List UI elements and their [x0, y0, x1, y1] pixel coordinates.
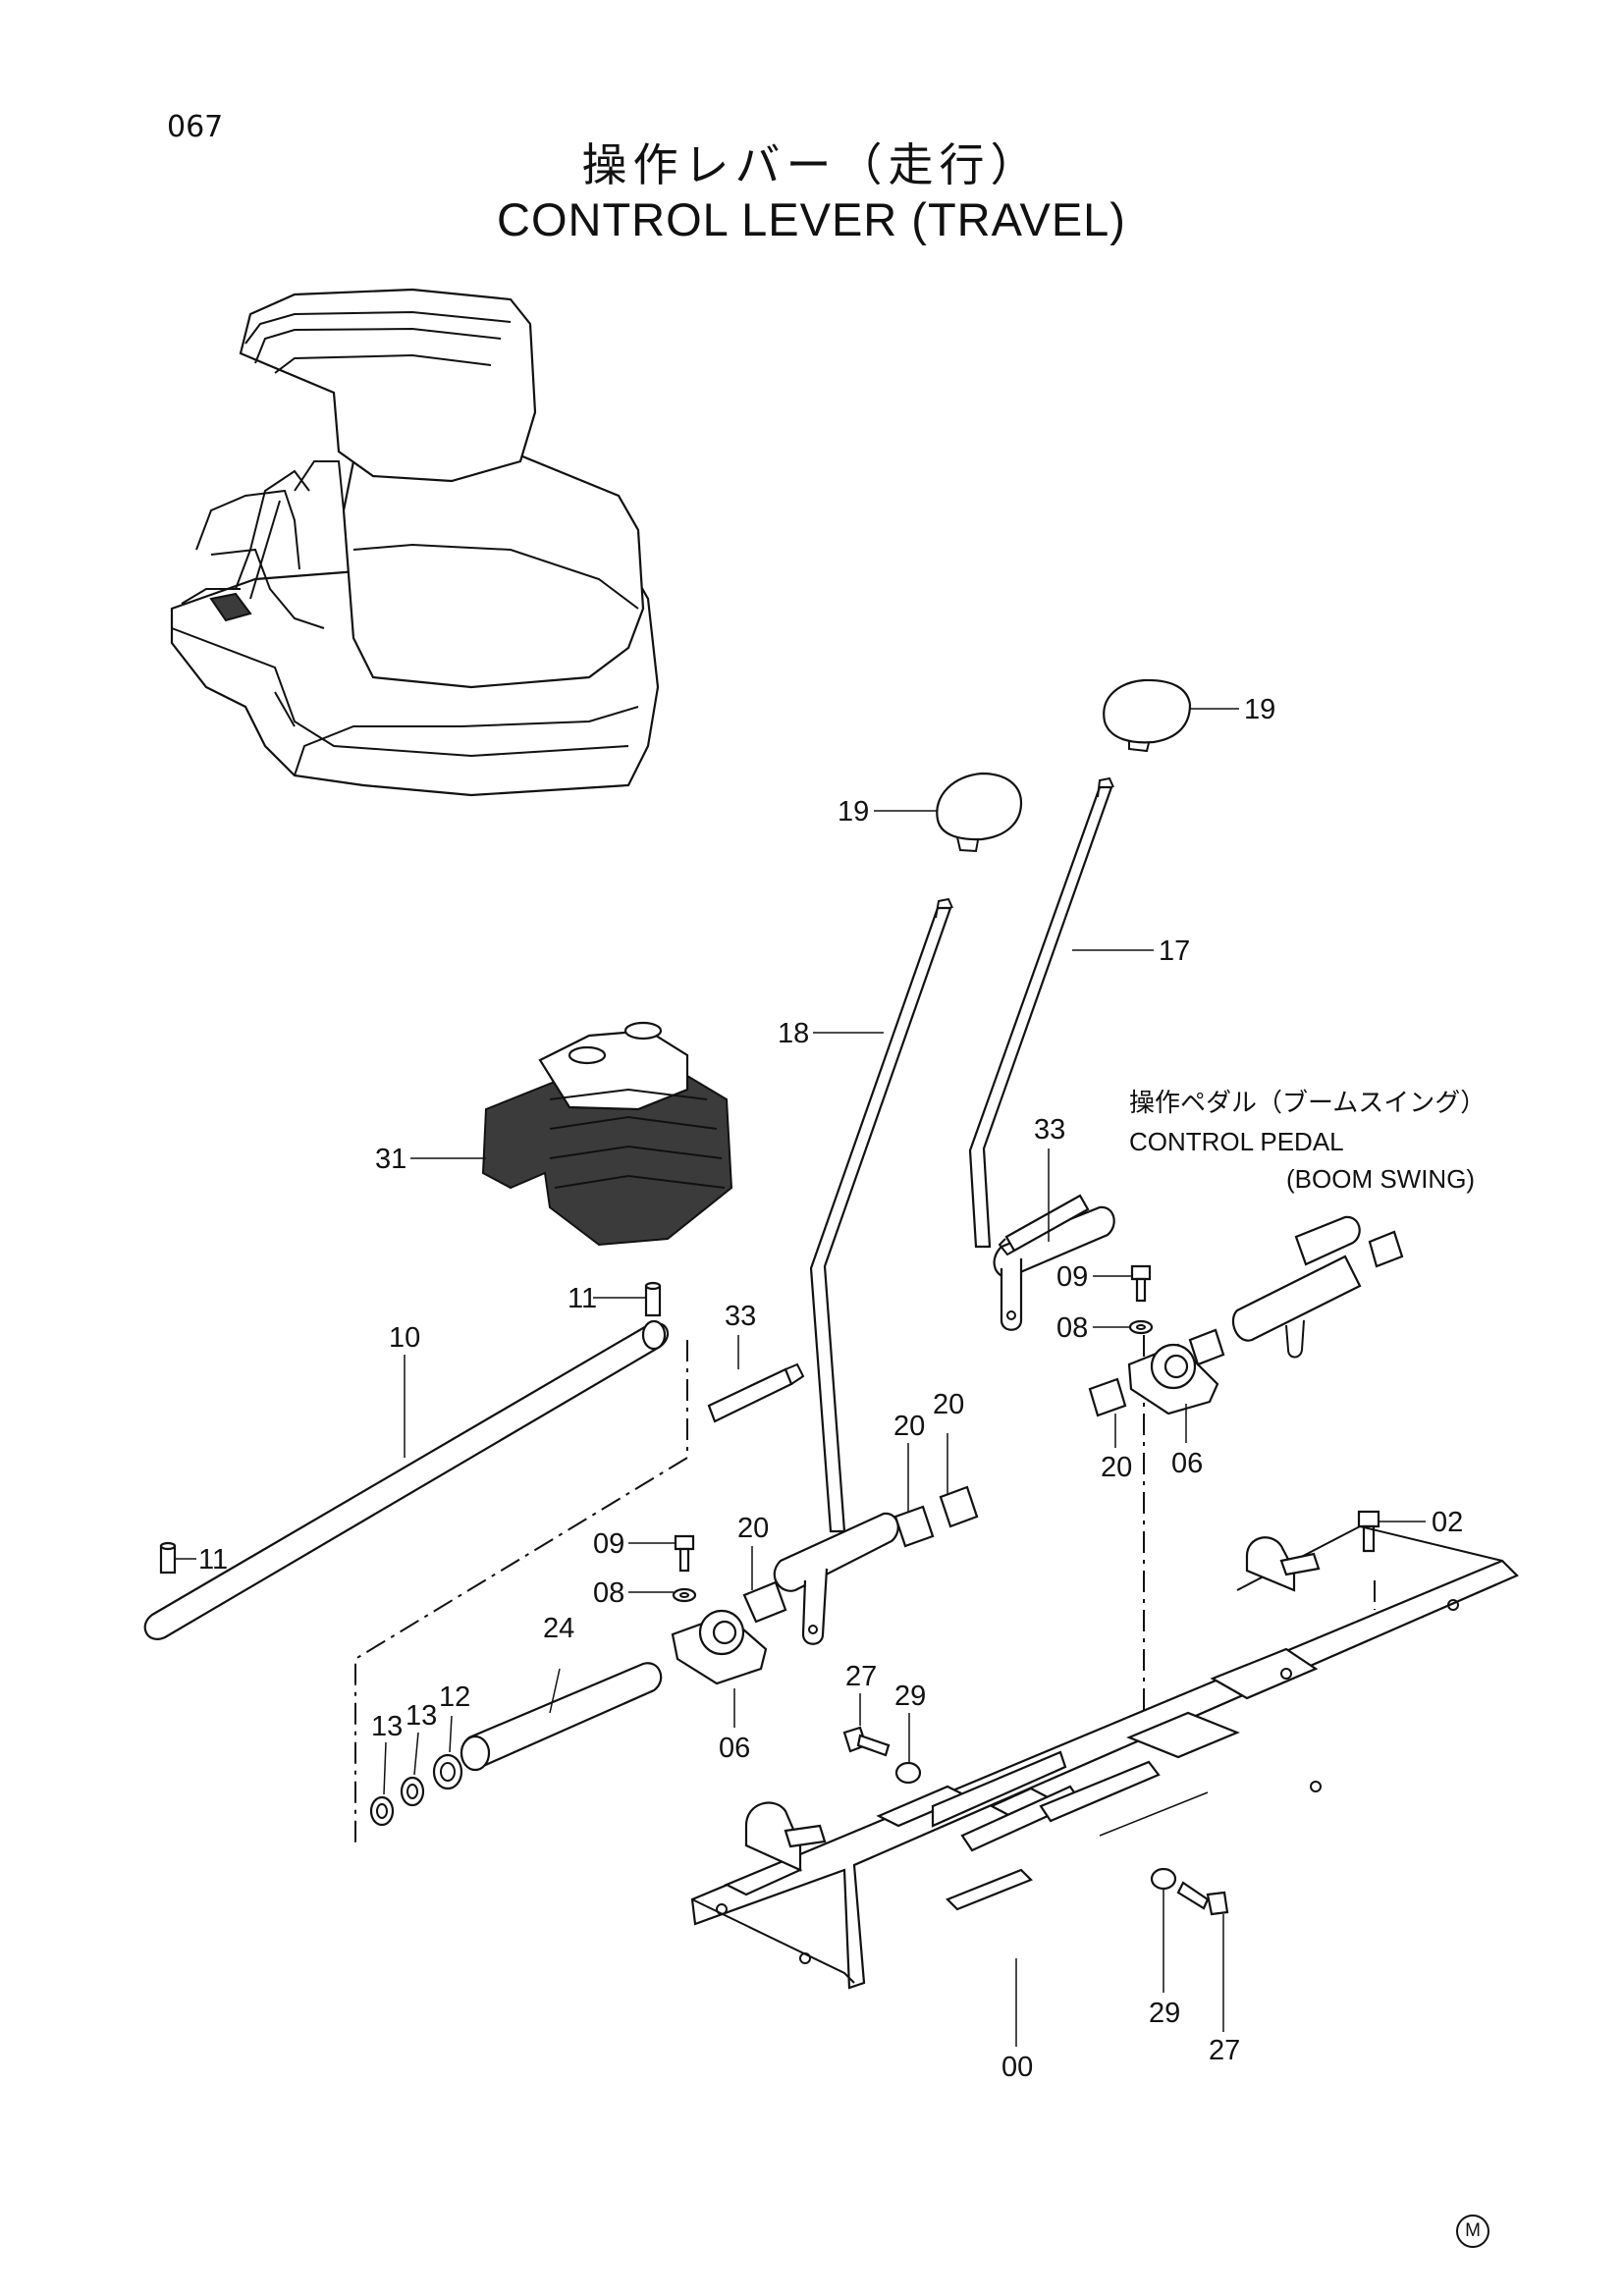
- title-english: CONTROL LEVER (TRAVEL): [497, 193, 1126, 245]
- boom-swing-shaft: [1231, 1215, 1362, 1359]
- part-label-11-lower: 11: [198, 1544, 228, 1575]
- part-label-20-d: 20: [1101, 1452, 1132, 1483]
- part-label-09-left: 09: [593, 1528, 624, 1560]
- part-label-20-c: 20: [933, 1389, 964, 1420]
- part-label-19-left: 19: [838, 796, 869, 828]
- part-label-17: 17: [1159, 935, 1190, 967]
- reference-note-english-line1: CONTROL PEDAL: [1129, 1127, 1344, 1156]
- pin-11-upper: [644, 1281, 662, 1317]
- part-label-10: 10: [389, 1322, 420, 1354]
- bracket-06-left: [671, 1609, 768, 1685]
- part-label-33-lower: 33: [725, 1301, 756, 1332]
- lever-18: [773, 897, 953, 1645]
- pin-33-lower: [707, 1362, 805, 1423]
- pipe-24: [460, 1662, 663, 1772]
- washer-13-b: [369, 1795, 395, 1827]
- washer-08-right: [1128, 1319, 1154, 1335]
- washer-12: [432, 1753, 463, 1790]
- part-label-20-a: 20: [737, 1513, 769, 1544]
- knob-19-left: [936, 772, 1023, 853]
- bushings-20: [742, 1230, 1404, 1624]
- nut-29-right: [1150, 1867, 1177, 1891]
- part-label-24: 24: [543, 1613, 574, 1644]
- nut-29-left: [894, 1761, 922, 1785]
- bolt-27-left: [842, 1726, 891, 1757]
- part-label-09-right: 09: [1056, 1261, 1088, 1293]
- part-label-12: 12: [439, 1682, 470, 1713]
- title-japanese: 操作レバー（走行）: [581, 138, 1042, 191]
- reference-note-english-line2: (BOOM SWING): [1286, 1164, 1475, 1194]
- pin-33-upper: [998, 1194, 1090, 1256]
- part-label-29-right: 29: [1149, 1998, 1180, 2029]
- base-plate-00: [690, 1524, 1519, 1990]
- leader-lines: [175, 708, 1426, 2047]
- part-label-29-left: 29: [894, 1681, 926, 1712]
- part-label-33-upper: 33: [1034, 1114, 1065, 1146]
- seat-overview-illustration: [170, 288, 660, 797]
- part-label-31: 31: [375, 1144, 406, 1175]
- part-label-13-a: 13: [406, 1700, 437, 1732]
- manufacturer-mark: M: [1456, 2215, 1489, 2248]
- part-label-06-right: 06: [1171, 1448, 1203, 1479]
- part-label-27-right: 27: [1209, 2035, 1240, 2066]
- bolt-09-right: [1130, 1264, 1152, 1303]
- reference-note-japanese: 操作ペダル（ブームスイング）: [1129, 1088, 1486, 1117]
- bolt-27-right: [1176, 1881, 1229, 1916]
- bolt-09-left: [674, 1534, 695, 1573]
- part-label-02: 02: [1432, 1507, 1463, 1538]
- part-label-19-right: 19: [1244, 694, 1275, 725]
- part-label-08-right: 08: [1056, 1312, 1088, 1344]
- part-label-20-b: 20: [893, 1411, 925, 1442]
- washer-08-left: [672, 1587, 697, 1603]
- part-label-08-left: 08: [593, 1577, 624, 1609]
- bolt-02: [1357, 1510, 1380, 1553]
- washer-13-a: [400, 1776, 425, 1807]
- page-number: 067: [167, 110, 224, 144]
- boot-31: [481, 1021, 733, 1247]
- assembly-lines: [354, 1335, 1376, 1845]
- part-label-11-upper: 11: [568, 1283, 597, 1314]
- pin-11-lower: [159, 1541, 177, 1575]
- part-label-00: 00: [1001, 2052, 1033, 2083]
- knob-19-right: [1103, 678, 1192, 753]
- reference-note: 操作ペダル（ブームスイング） CONTROL PEDAL (BOOM SWING…: [1129, 1088, 1486, 1194]
- lever-17: [968, 776, 1115, 1331]
- part-labels: 19 19 17 18 31 33 33 11 11 10 09 08 09 0…: [198, 694, 1463, 2083]
- part-label-06-left: 06: [719, 1733, 750, 1764]
- part-label-27-left: 27: [845, 1661, 877, 1692]
- part-label-18: 18: [778, 1018, 809, 1049]
- rod-10: [143, 1319, 670, 1640]
- part-label-13-b: 13: [371, 1711, 403, 1742]
- bracket-06-right: [1127, 1343, 1219, 1415]
